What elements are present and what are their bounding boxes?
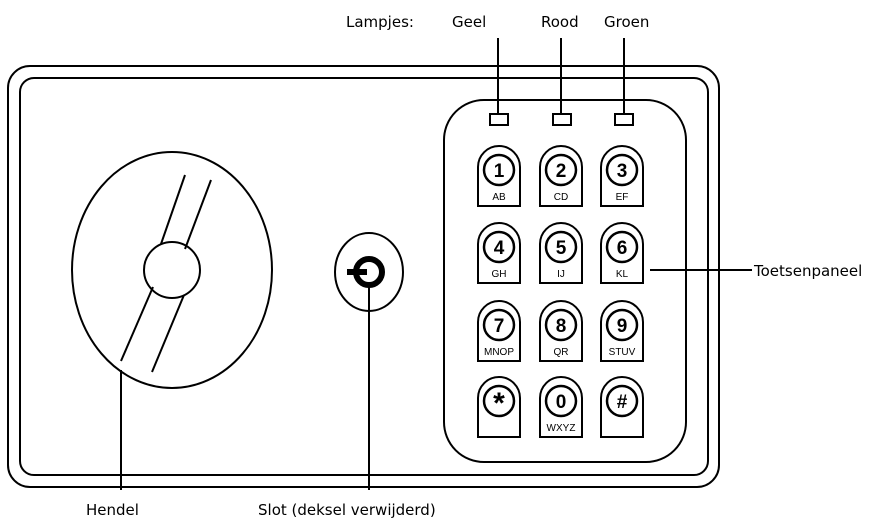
key-letters: MNOP <box>484 347 514 358</box>
key-number: 7 <box>494 316 505 337</box>
key-number: * <box>493 387 505 420</box>
key-circle <box>482 308 516 342</box>
key-button[interactable]: # <box>600 376 644 438</box>
key-letters: AB <box>492 192 506 203</box>
led-red <box>552 113 572 126</box>
handle-label: Hendel <box>86 501 139 519</box>
key-button[interactable]: 4GH <box>477 222 521 284</box>
keypad-panel <box>443 99 687 463</box>
key-number: 6 <box>617 238 628 259</box>
key-letters: KL <box>616 269 629 280</box>
red-label: Rood <box>541 13 579 31</box>
key-button[interactable]: 2CD <box>539 145 583 207</box>
key-circle <box>544 308 578 342</box>
green-label: Groen <box>604 13 649 31</box>
led-green <box>614 113 634 126</box>
lights-label: Lampjes: <box>346 13 414 31</box>
key-letters: GH <box>492 269 507 280</box>
key-circle <box>605 384 639 418</box>
key-letters: IJ <box>557 269 565 280</box>
handle <box>71 151 273 389</box>
safe-door <box>19 77 709 476</box>
key-button[interactable]: 3EF <box>600 145 644 207</box>
yellow-label: Geel <box>452 13 486 31</box>
key-letters: WXYZ <box>547 423 576 434</box>
lock-label: Slot (deksel verwijderd) <box>258 501 436 519</box>
key-button[interactable]: * <box>477 376 521 438</box>
safe-outer-frame <box>7 65 720 488</box>
key-number: 4 <box>494 238 505 259</box>
key-letters: CD <box>554 192 568 203</box>
key-circle <box>605 308 639 342</box>
key-button[interactable]: 8QR <box>539 300 583 362</box>
key-circle <box>482 153 516 187</box>
key-number: 8 <box>556 316 567 337</box>
handle-spoke <box>184 179 212 250</box>
handle-hub <box>143 241 201 299</box>
handle-spoke <box>160 174 186 245</box>
key-number: 9 <box>617 316 628 337</box>
key-letters: STUV <box>609 347 636 358</box>
key-circle <box>605 153 639 187</box>
key-circle <box>544 384 578 418</box>
key-circle <box>605 230 639 264</box>
key-circle <box>482 384 516 418</box>
key-button[interactable]: 6KL <box>600 222 644 284</box>
key-number: 2 <box>556 161 567 182</box>
key-circle <box>482 230 516 264</box>
key-button[interactable]: 1AB <box>477 145 521 207</box>
handle-spoke <box>120 286 154 362</box>
key-number: 1 <box>494 161 505 182</box>
key-button[interactable]: 5IJ <box>539 222 583 284</box>
key-number: # <box>617 392 628 413</box>
key-letters: EF <box>616 192 629 203</box>
keypad-label: Toetsenpaneel <box>753 262 862 280</box>
key-number: 3 <box>617 161 628 182</box>
key-number: 0 <box>556 392 567 413</box>
key-circle <box>544 230 578 264</box>
handle-spoke <box>151 294 185 373</box>
key-circle <box>544 153 578 187</box>
key-letters: QR <box>554 347 569 358</box>
led-yellow <box>489 113 509 126</box>
handle-ring <box>71 151 273 389</box>
key-number: 5 <box>556 238 567 259</box>
